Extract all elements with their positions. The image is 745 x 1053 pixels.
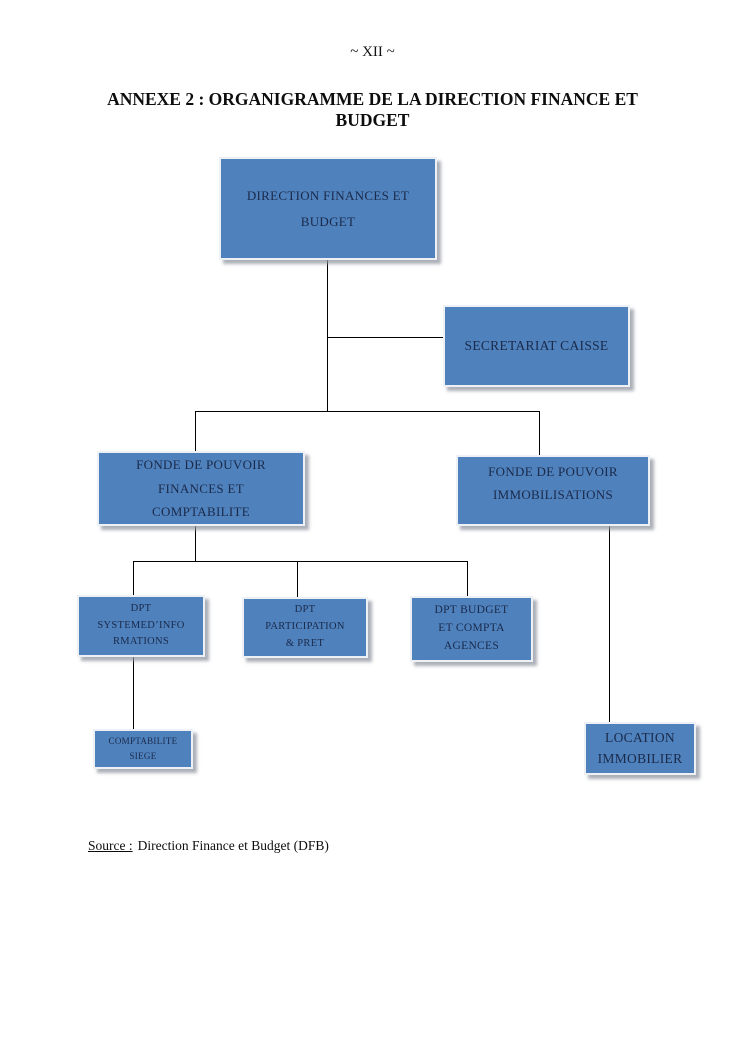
page-title-line1: ANNEXE 2 : ORGANIGRAMME DE LA DIRECTION … <box>107 89 638 109</box>
page-title-line2: BUDGET <box>335 110 410 131</box>
connector-tier2 <box>133 561 468 562</box>
org-node-fonde-finances: FONDE DE POUVOIR FINANCES ET COMPTABILIT… <box>97 451 305 526</box>
page-number: ~ XII ~ <box>350 44 395 60</box>
org-node-dpt-systeme: DPT SYSTEMED’INFO RMATIONS <box>77 595 205 657</box>
connector-secretariat <box>327 337 443 338</box>
org-node-compta-siege: COMPTABILITE SIEGE <box>93 729 193 769</box>
org-node-dpt-budget: DPT BUDGET ET COMPTA AGENCES <box>410 596 533 662</box>
connector-trunk <box>327 260 328 411</box>
org-node-dpt-participation: DPT PARTICIPATION & PRET <box>242 597 368 658</box>
org-node-compta-siege-label: COMPTABILITE SIEGE <box>108 736 178 761</box>
connector-drop-dpt-participation <box>297 561 298 598</box>
connector-drop-dpt-systeme <box>133 561 134 596</box>
org-node-secretariat: SECRETARIAT CAISSE <box>443 305 630 387</box>
connector-tier1 <box>195 411 540 412</box>
connector-drop-fonde-immo <box>539 411 540 456</box>
connector-fonde-finances-down <box>195 525 196 561</box>
org-node-fonde-immo-label: FONDE DE POUVOIR IMMOBILISATIONS <box>488 464 618 503</box>
org-node-secretariat-label: SECRETARIAT CAISSE <box>464 338 609 353</box>
org-node-dpt-systeme-label: DPT SYSTEMED’INFO RMATIONS <box>97 602 185 648</box>
source-label: Source : <box>88 838 133 853</box>
page-title: ANNEXE 2 : ORGANIGRAMME DE LA DIRECTION … <box>0 89 745 132</box>
org-node-fonde-finances-label: FONDE DE POUVOIR FINANCES ET COMPTABILIT… <box>136 457 266 520</box>
org-node-location-label: LOCATION IMMOBILIER <box>597 729 683 766</box>
source-text: Direction Finance et Budget (DFB) <box>137 838 329 853</box>
connector-compta-siege <box>133 656 134 729</box>
connector-drop-dpt-budget <box>467 561 468 597</box>
org-node-location: LOCATION IMMOBILIER <box>584 722 696 775</box>
connector-location <box>609 525 610 723</box>
org-node-direction-label: DIRECTION FINANCES ET BUDGET <box>246 187 410 229</box>
org-node-dpt-budget-label: DPT BUDGET ET COMPTA AGENCES <box>434 604 509 652</box>
org-node-dpt-participation-label: DPT PARTICIPATION & PRET <box>265 604 345 649</box>
org-node-direction: DIRECTION FINANCES ET BUDGET <box>219 157 437 260</box>
connector-drop-fonde-finances <box>195 411 196 452</box>
source-citation: Source : Direction Finance et Budget (DFB… <box>88 838 329 854</box>
org-node-fonde-immo: FONDE DE POUVOIR IMMOBILISATIONS <box>456 455 650 526</box>
